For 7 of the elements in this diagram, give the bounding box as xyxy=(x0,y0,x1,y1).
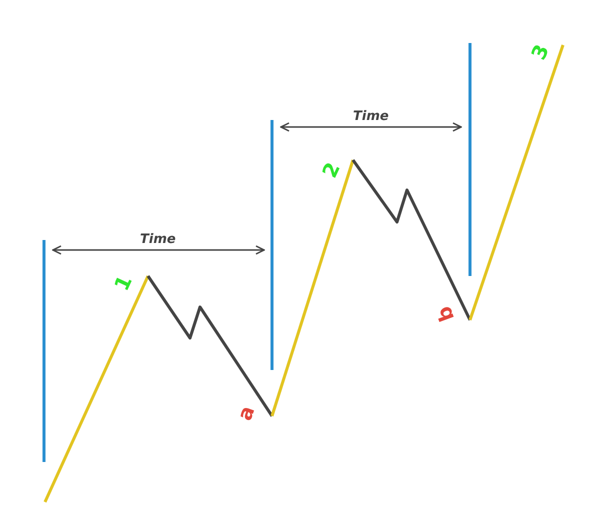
wave-letter: b xyxy=(433,304,457,324)
wave-number: 1 xyxy=(110,272,135,294)
time-label: Time xyxy=(353,110,389,122)
time-label: Time xyxy=(140,232,176,246)
wave-number: 3 xyxy=(528,41,552,63)
wave-letter: a xyxy=(234,403,258,423)
wave-number: 2 xyxy=(318,159,343,181)
